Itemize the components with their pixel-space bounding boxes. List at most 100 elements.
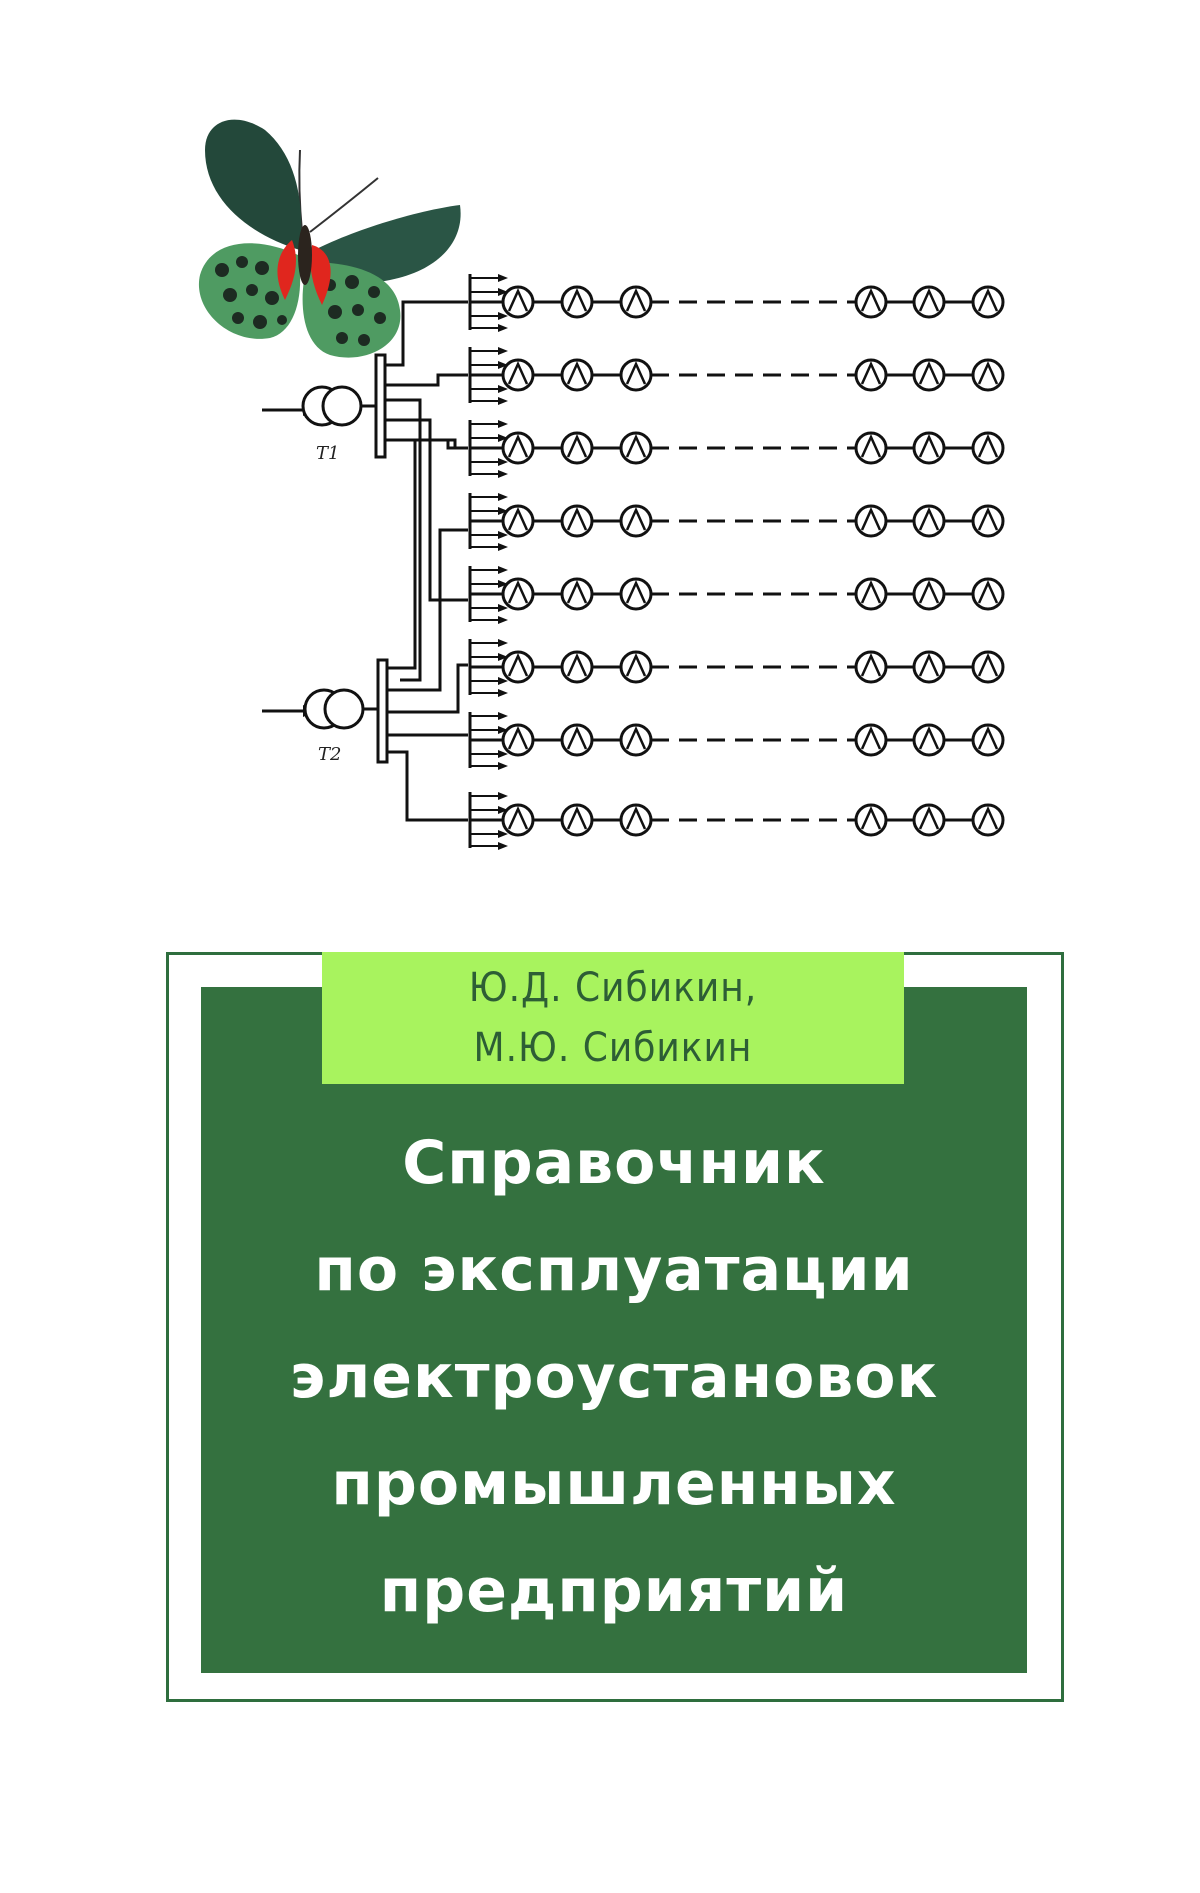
title-line-3: электроустановок xyxy=(289,1342,939,1412)
branch-arrow-icon xyxy=(498,420,508,428)
lamp-filament-icon xyxy=(977,579,999,604)
lamp-filament-icon xyxy=(507,360,529,385)
branch-arrow-icon xyxy=(498,830,508,838)
lamp-filament-icon xyxy=(566,506,588,531)
branch-arrow-icon xyxy=(498,274,508,282)
branch-arrow-icon xyxy=(498,653,508,661)
lamp-filament-icon xyxy=(918,360,940,385)
authors-box: Ю.Д. Сибикин, М.Ю. Сибикин xyxy=(322,952,904,1084)
lamp-filament-icon xyxy=(860,360,882,385)
lamp-filament-icon xyxy=(625,652,647,677)
branch-arrow-icon xyxy=(498,689,508,697)
title-line-1: Справочник xyxy=(402,1128,826,1198)
lamp-filament-icon xyxy=(566,579,588,604)
lamp-filament-icon xyxy=(860,579,882,604)
lamp-filament-icon xyxy=(977,287,999,312)
lamp-filament-icon xyxy=(625,579,647,604)
butterfly-illustration xyxy=(198,119,461,358)
lamp-filament-icon xyxy=(507,506,529,531)
branch-arrow-icon xyxy=(498,507,508,515)
lamp-filament-icon xyxy=(860,287,882,312)
lamp-filament-icon xyxy=(977,652,999,677)
lamp-filament-icon xyxy=(507,725,529,750)
lamp-filament-icon xyxy=(507,652,529,677)
lamp-filament-icon xyxy=(860,805,882,830)
title-line-2: по эксплуатации xyxy=(314,1235,914,1305)
author-2: М.Ю. Сибикин xyxy=(473,1025,753,1071)
lamp-filament-icon xyxy=(507,287,529,312)
lamp-filament-icon xyxy=(860,725,882,750)
lamp-filament-icon xyxy=(918,805,940,830)
branch-arrow-icon xyxy=(498,726,508,734)
lamp-filament-icon xyxy=(918,287,940,312)
lamp-filament-icon xyxy=(918,725,940,750)
branch-arrow-icon xyxy=(498,712,508,720)
lamp-filament-icon xyxy=(625,433,647,458)
lamp-filament-icon xyxy=(625,805,647,830)
lamp-filament-icon xyxy=(566,725,588,750)
author-1: Ю.Д. Сибикин, xyxy=(468,965,758,1011)
lamp-filament-icon xyxy=(566,433,588,458)
lamp-filament-icon xyxy=(977,360,999,385)
lamp-filament-icon xyxy=(625,287,647,312)
branch-arrow-icon xyxy=(498,288,508,296)
branch-arrow-icon xyxy=(498,312,508,320)
lamp-filament-icon xyxy=(566,805,588,830)
branch-arrow-icon xyxy=(498,604,508,612)
branch-arrow-icon xyxy=(498,580,508,588)
lamp-filament-icon xyxy=(507,805,529,830)
lamp-filament-icon xyxy=(625,360,647,385)
lamp-filament-icon xyxy=(625,725,647,750)
branch-arrow-icon xyxy=(498,361,508,369)
t2-label: T2 xyxy=(318,744,341,765)
branch-arrow-icon xyxy=(498,806,508,814)
branch-arrow-icon xyxy=(498,762,508,770)
lamp-filament-icon xyxy=(977,725,999,750)
lamp-filament-icon xyxy=(507,433,529,458)
title-line-5: предприятий xyxy=(379,1556,849,1626)
branch-arrow-icon xyxy=(498,677,508,685)
lamp-filament-icon xyxy=(918,433,940,458)
branch-arrow-icon xyxy=(498,566,508,574)
branch-arrow-icon xyxy=(498,842,508,850)
lamp-filament-icon xyxy=(977,506,999,531)
branch-arrow-icon xyxy=(498,397,508,405)
lamp-filament-icon xyxy=(860,652,882,677)
branch-arrow-icon xyxy=(498,639,508,647)
t1-label: T1 xyxy=(316,443,339,464)
branch-arrow-icon xyxy=(498,792,508,800)
lamp-filament-icon xyxy=(977,433,999,458)
title-line-4: промышленных xyxy=(331,1449,897,1519)
branch-arrow-icon xyxy=(498,750,508,758)
lamp-filament-icon xyxy=(860,433,882,458)
branch-arrow-icon xyxy=(498,385,508,393)
branch-arrow-icon xyxy=(498,493,508,501)
lamp-filament-icon xyxy=(918,652,940,677)
lamp-filament-icon xyxy=(566,287,588,312)
branch-arrow-icon xyxy=(498,531,508,539)
book-title: Справочник по эксплуатации электроустано… xyxy=(201,1110,1027,1645)
branch-arrow-icon xyxy=(498,616,508,624)
lamp-filament-icon xyxy=(918,579,940,604)
lamp-filament-icon xyxy=(918,506,940,531)
branch-arrow-icon xyxy=(498,543,508,551)
feeder-group xyxy=(468,274,1005,850)
busbar-t2 xyxy=(376,658,389,764)
transformer-t2: T2 xyxy=(262,688,378,765)
branch-arrow-icon xyxy=(498,324,508,332)
busbar-t1 xyxy=(374,353,387,459)
lamp-filament-icon xyxy=(625,506,647,531)
lamp-filament-icon xyxy=(977,805,999,830)
lamp-filament-icon xyxy=(566,652,588,677)
title-panel xyxy=(201,987,1027,1673)
power-distribution-diagram: T1 T2 xyxy=(198,119,1005,850)
transformer-t1: T1 xyxy=(262,385,376,464)
branch-arrow-icon xyxy=(498,470,508,478)
lamp-filament-icon xyxy=(507,579,529,604)
lamp-filament-icon xyxy=(566,360,588,385)
bus-connections xyxy=(385,300,468,822)
branch-arrow-icon xyxy=(498,458,508,466)
branch-arrow-icon xyxy=(498,347,508,355)
branch-arrow-icon xyxy=(498,434,508,442)
